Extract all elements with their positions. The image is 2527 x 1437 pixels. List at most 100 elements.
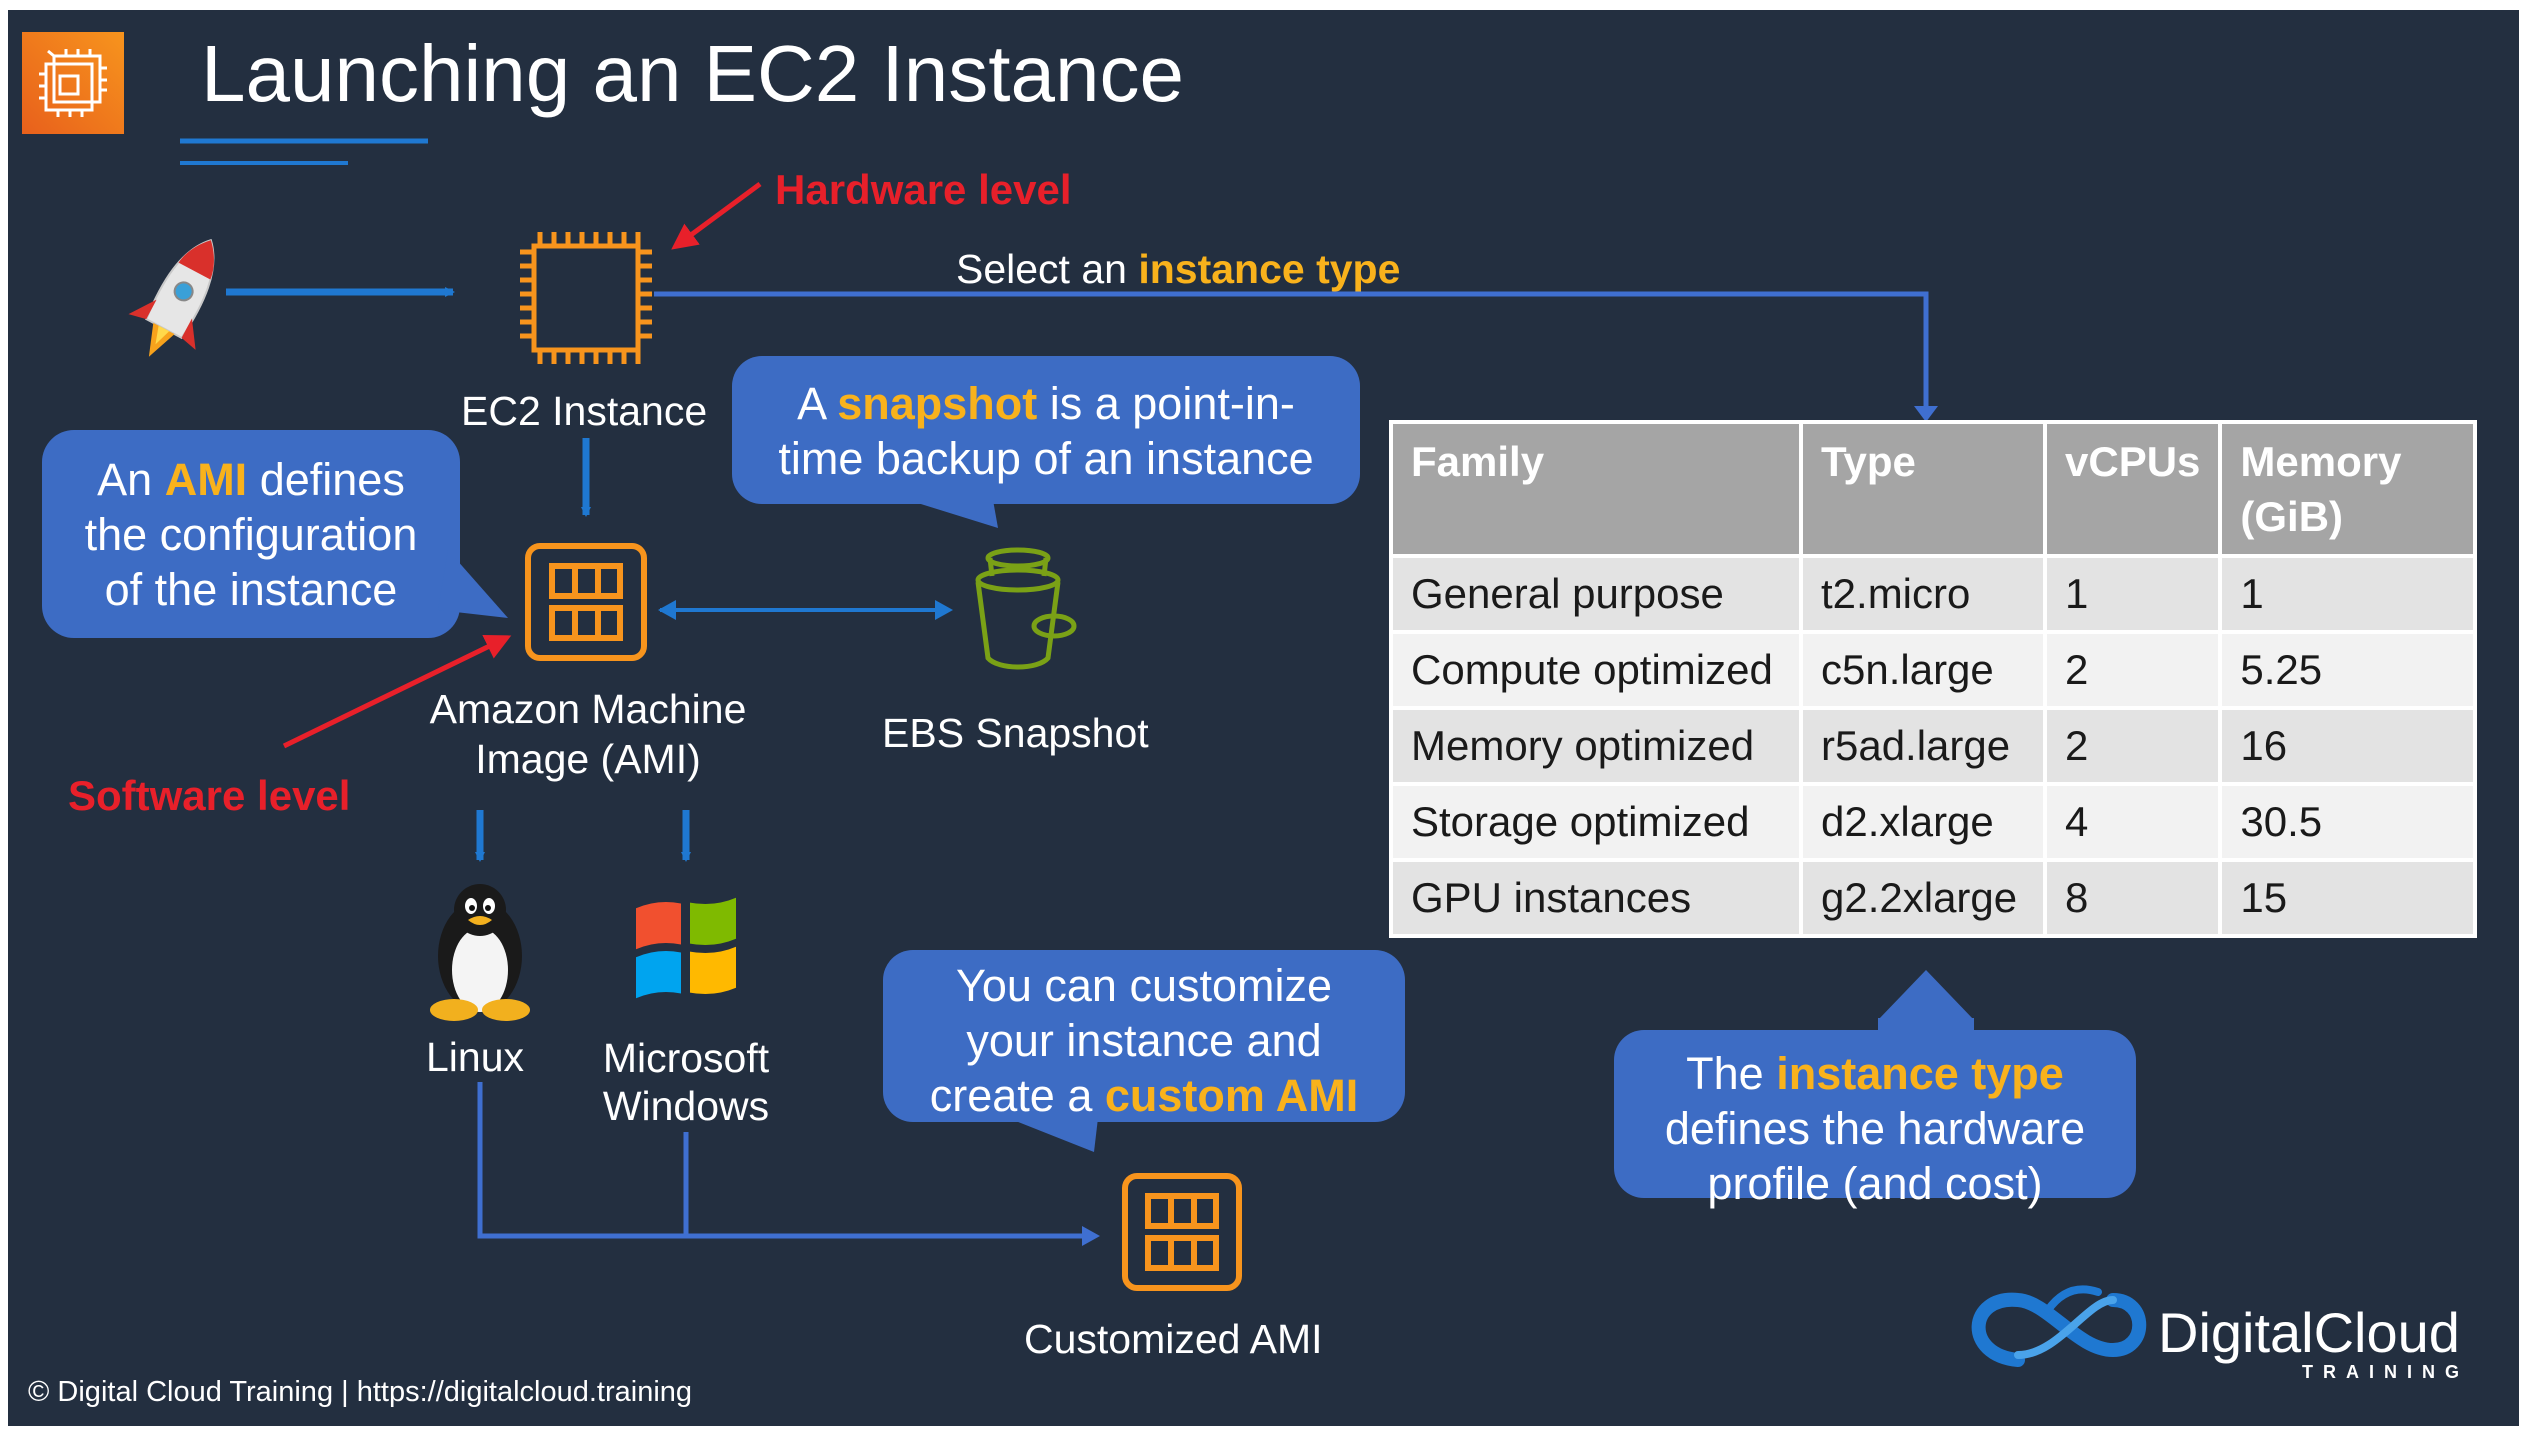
ami-callout-suffix: defines <box>247 454 405 505</box>
ami-callout-line2: the configuration <box>84 509 418 560</box>
snapshot-callout-prefix: A <box>797 378 838 429</box>
software-level-label: Software level <box>68 772 351 819</box>
table-cell-type: g2.2xlarge <box>1799 858 2047 938</box>
custom-callout-line3: create a custom AMI <box>883 1068 1405 1123</box>
instance-type-callout-prefix: The <box>1686 1048 1777 1099</box>
arrow-ami-snapshot-left-head <box>658 600 676 620</box>
table-header-memory: Memory (GiB) <box>2218 420 2477 558</box>
table-cell-family: Memory optimized <box>1389 706 1803 786</box>
instance-type-callout-shape <box>1614 970 2136 1198</box>
windows-label-line1: Microsoft <box>602 1035 770 1081</box>
ami-icon <box>525 543 647 661</box>
table-cell-memory: 15 <box>2218 858 2477 938</box>
logo-tagline: TRAINING <box>2302 1362 2469 1382</box>
ec2-instance-label: EC2 Instance <box>461 388 708 434</box>
table-cell-type: d2.xlarge <box>1799 782 2047 862</box>
select-highlight: instance type <box>1138 246 1401 292</box>
custom-callout-highlight: custom AMI <box>1104 1070 1359 1121</box>
table-cell-memory: 16 <box>2218 706 2477 786</box>
windows-logo-icon <box>636 897 736 999</box>
custom-callout-line2: your instance and <box>966 1015 1322 1066</box>
table-header-memory-line1: Memory <box>2240 438 2402 485</box>
table-cell-type: t2.micro <box>1799 554 2047 634</box>
table-cell-family: General purpose <box>1389 554 1803 634</box>
table-header-row: Family Type vCPUs Memory (GiB) <box>1389 420 2477 558</box>
instance-type-connector-head <box>1914 406 1938 422</box>
ami-callout-line3: of the instance <box>104 564 398 615</box>
ami-callout-prefix: An <box>97 454 165 505</box>
instance-type-callout-line2: defines the hardware <box>1664 1103 2086 1154</box>
table-header-memory-line2: (GiB) <box>2240 493 2344 540</box>
instance-type-connector <box>654 291 1929 412</box>
table-row: General purpose t2.micro 1 1 <box>1389 554 2477 634</box>
instance-types-table: Family Type vCPUs Memory (GiB) General pu… <box>1389 420 2477 938</box>
custom-callout-line1: You can customize <box>955 960 1333 1011</box>
software-level-arrow <box>282 635 512 749</box>
table-cell-vcpus: 1 <box>2042 554 2223 634</box>
table-cell-vcpus: 2 <box>2042 706 2223 786</box>
digitalcloud-logo-icon <box>1971 1285 2147 1367</box>
custom-ami-callout-shape <box>883 950 1405 1152</box>
page-title: Launching an EC2 Instance <box>201 29 1184 118</box>
table-cell-vcpus: 2 <box>2042 630 2223 710</box>
diagram-graphics <box>22 32 2147 1367</box>
table-cell-family: Compute optimized <box>1389 630 1803 710</box>
ami-label-line2: Image (AMI) <box>475 736 701 782</box>
instance-type-callout-line3: profile (and cost) <box>1707 1158 2043 1209</box>
instance-type-callout-highlight: instance type <box>1776 1048 2064 1099</box>
table-header-family: Family <box>1389 420 1803 558</box>
table-cell-family: Storage optimized <box>1389 782 1803 862</box>
customized-ami-label: Customized AMI <box>1024 1316 1323 1362</box>
ami-label-line1: Amazon Machine <box>429 686 747 732</box>
snapshot-callout-text: A snapshot is a point-in- time backup of… <box>732 376 1360 486</box>
snapshot-callout-highlight: snapshot <box>837 378 1038 429</box>
table-row: GPU instances g2.2xlarge 8 15 <box>1389 858 2477 938</box>
select-prefix: Select an <box>956 246 1139 292</box>
table-cell-memory: 1 <box>2218 554 2477 634</box>
table-row: Compute optimized c5n.large 2 5.25 <box>1389 630 2477 710</box>
ami-callout-highlight: AMI <box>164 454 248 505</box>
table-row: Memory optimized r5ad.large 2 16 <box>1389 706 2477 786</box>
instance-type-callout-text: The instance type defines the hardware p… <box>1614 1046 2136 1211</box>
snapshot-callout-shape <box>732 356 1360 528</box>
snapshot-callout-line2: time backup of an instance <box>778 433 1314 484</box>
instance-type-callout-line1: The instance type <box>1614 1046 2136 1101</box>
table-cell-memory: 5.25 <box>2218 630 2477 710</box>
ebs-snapshot-icon <box>975 547 1077 670</box>
ebs-snapshot-label: EBS Snapshot <box>882 710 1149 756</box>
hardware-level-label: Hardware level <box>775 166 1072 213</box>
table-cell-family: GPU instances <box>1389 858 1803 938</box>
customized-ami-icon <box>1122 1173 1242 1291</box>
rocket-icon <box>128 238 215 357</box>
table-cell-vcpus: 4 <box>2042 782 2223 862</box>
logo-name: DigitalCloud <box>2158 1301 2460 1364</box>
connector-custom-head <box>1082 1226 1100 1246</box>
select-instance-type-label: Select an instance type <box>956 246 1400 293</box>
ami-callout-shape <box>42 430 508 638</box>
table-cell-memory: 30.5 <box>2218 782 2477 862</box>
ami-callout-text: An AMI defines the configuration of the … <box>42 452 460 617</box>
ami-callout-line1: An AMI defines <box>42 452 460 507</box>
chip-icon <box>520 232 652 364</box>
ec2-icon <box>22 32 124 134</box>
table-cell-type: r5ad.large <box>1799 706 2047 786</box>
custom-ami-callout-text: You can customize your instance and crea… <box>883 958 1405 1123</box>
connector-linux-to-custom <box>477 1082 1093 1239</box>
arrow-ami-snapshot-right-head <box>935 600 953 620</box>
table-row: Storage optimized d2.xlarge 4 30.5 <box>1389 782 2477 862</box>
linux-tux-icon <box>430 884 530 1021</box>
footer-text: © Digital Cloud Training | https://digit… <box>28 1376 693 1408</box>
table-header-vcpus: vCPUs <box>2042 420 2223 558</box>
custom-callout-prefix: create a <box>929 1070 1105 1121</box>
linux-label: Linux <box>426 1034 525 1080</box>
table-cell-type: c5n.large <box>1799 630 2047 710</box>
slide: Launching an EC2 Instance Hardware level… <box>8 10 2519 1426</box>
hardware-level-arrow <box>671 181 762 250</box>
windows-label-line2: Windows <box>602 1083 770 1129</box>
table-cell-vcpus: 8 <box>2042 858 2223 938</box>
snapshot-callout-suffix: is a point-in- <box>1037 378 1295 429</box>
table-header-type: Type <box>1799 420 2047 558</box>
snapshot-callout-line1: A snapshot is a point-in- <box>732 376 1360 431</box>
